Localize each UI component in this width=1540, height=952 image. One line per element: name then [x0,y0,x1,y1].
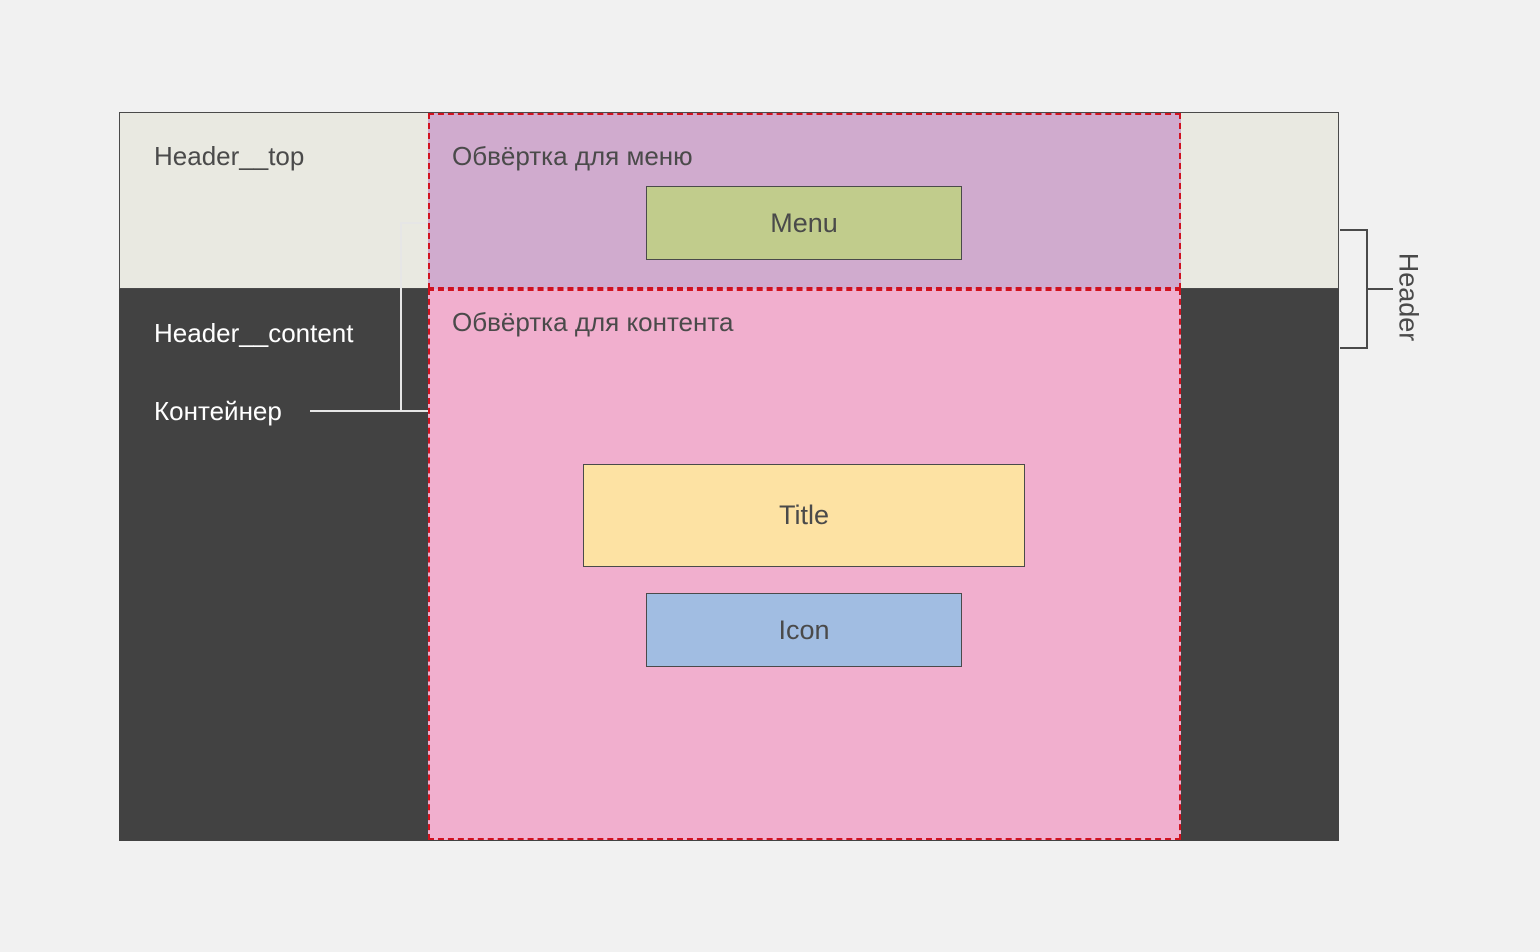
menu-label: Menu [770,207,838,238]
title-label: Title [778,500,829,530]
header-top-label: Header__top [154,141,305,171]
icon-box: Icon [646,593,962,667]
header-content-label: Header__content [154,318,354,348]
content-wrapper-label: Обвёртка для контента [452,307,734,337]
header-bracket [1340,229,1368,349]
icon-label: Icon [778,614,830,645]
header-side-label: Header [1393,252,1424,342]
menu-box: Menu [646,186,962,260]
container-label: Контейнер [154,396,282,426]
title-box: Title [583,464,1025,567]
menu-wrapper-label: Обвёртка для меню [452,141,693,171]
